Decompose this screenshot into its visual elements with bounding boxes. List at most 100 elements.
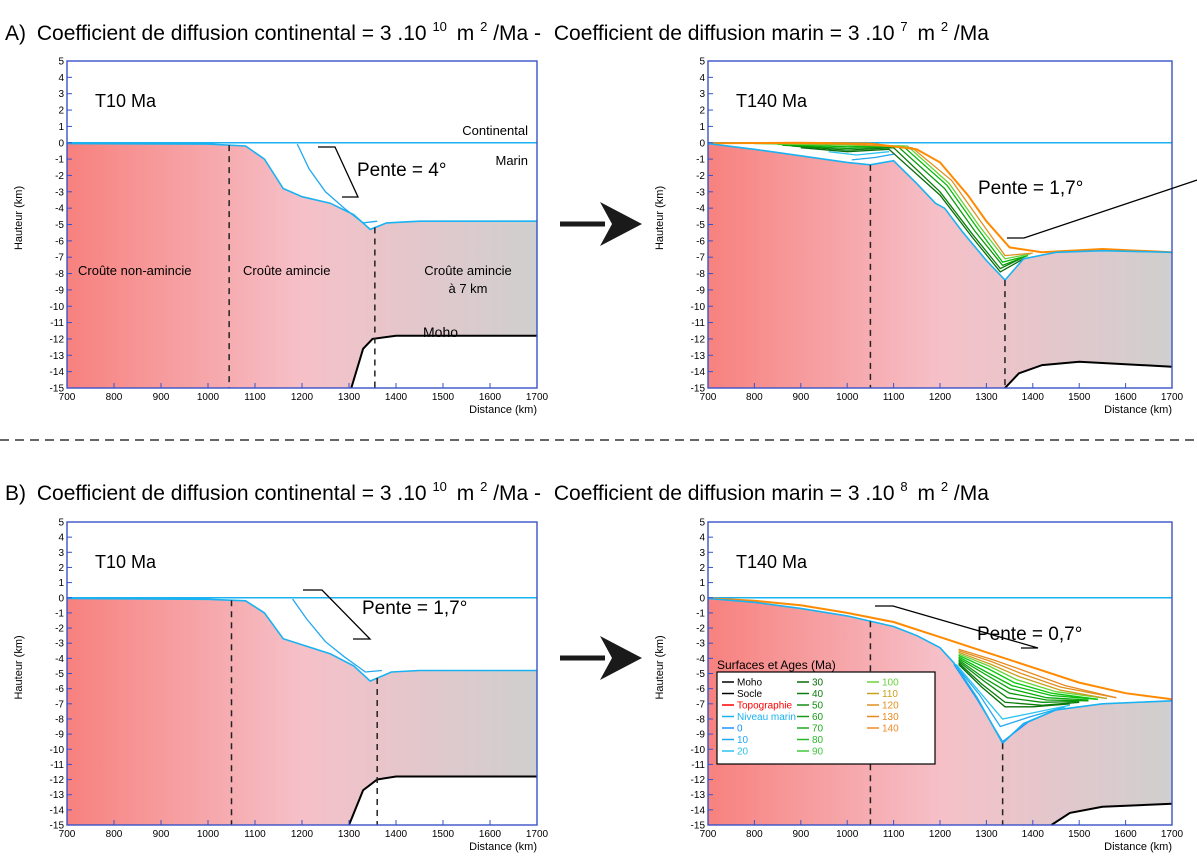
legend: Surfaces et Ages (Ma)MohoSocleTopographi… — [716, 658, 936, 765]
y-tick-label: -11 — [691, 318, 705, 329]
moho-line — [350, 334, 537, 389]
y-tick-label: -8 — [55, 714, 64, 725]
basement-line — [66, 597, 537, 683]
y-tick-label: 2 — [699, 563, 705, 574]
surface-line-70 — [958, 657, 1089, 701]
annotation-text: Moho — [423, 324, 458, 340]
y-tick-label: -6 — [55, 236, 64, 247]
x-tick-label: 1300 — [975, 392, 998, 403]
surface-line-20 — [955, 663, 1071, 720]
heading-a-right-exp: 7 — [900, 19, 907, 34]
y-tick-label: -3 — [696, 187, 705, 198]
heading-a-m-exp: 2 — [480, 19, 487, 34]
crust-fill — [708, 143, 1172, 388]
y-tick-label: -12 — [50, 334, 65, 345]
y-tick-label: -11 — [50, 760, 64, 771]
y-tick-label: 1 — [699, 578, 705, 589]
y-tick-label: -6 — [696, 236, 705, 247]
x-tick-label: 1500 — [1068, 392, 1091, 403]
heading-b-m2-exp: 2 — [941, 479, 948, 494]
y-tick-label: -11 — [50, 318, 64, 329]
x-tick-label: 1500 — [432, 829, 455, 840]
heading-a-m2-exp: 2 — [941, 19, 948, 34]
y-tick-label: -9 — [55, 730, 64, 741]
x-tick-label: 1600 — [1114, 829, 1137, 840]
y-tick-label: -4 — [696, 204, 705, 215]
y-tick-label: -9 — [55, 285, 64, 296]
heading-b-m-exp: 2 — [480, 479, 487, 494]
y-tick-label: -3 — [55, 639, 64, 650]
x-tick-label: 1500 — [1068, 829, 1091, 840]
y-tick-label: -9 — [696, 730, 705, 741]
moho-line — [1004, 360, 1173, 389]
y-tick-label: -13 — [50, 351, 65, 362]
y-tick-label: 5 — [699, 518, 705, 529]
legend-item-label: 100 — [882, 678, 899, 689]
x-tick-label: 1600 — [479, 829, 502, 840]
panels-layer: 543210-1-2-3-4-5-6-7-8-9-10-11-12-13-14-… — [13, 57, 1197, 854]
y-tick-label: 0 — [58, 593, 64, 604]
x-tick-label: 1100 — [244, 392, 266, 403]
heading-b: B) Coefficient de diffusion continental … — [5, 479, 989, 505]
y-tick-label: -10 — [691, 302, 706, 313]
y-tick-label: 4 — [699, 73, 705, 84]
heading-a-per: /Ma - — [493, 22, 541, 45]
x-axis-label: Distance (km) — [1104, 404, 1172, 416]
mantle-fill — [349, 776, 537, 825]
basement-line — [707, 142, 1173, 282]
x-tick-label: 1600 — [1114, 392, 1137, 403]
surface-line-80 — [958, 656, 1098, 700]
legend-item-label: 20 — [737, 747, 749, 758]
legend-item-label: 90 — [812, 747, 824, 758]
surface-line-10 — [296, 143, 378, 224]
x-tick-label: 1300 — [975, 829, 998, 840]
y-tick-label: -1 — [55, 155, 64, 166]
y-tick-label: 5 — [58, 518, 64, 529]
chart-panel-b-t10: 543210-1-2-3-4-5-6-7-8-9-10-11-12-13-14-… — [13, 518, 549, 854]
mantle-fill — [1005, 361, 1172, 388]
y-tick-label: -4 — [55, 654, 64, 665]
legend-item-label: Socle — [737, 689, 762, 700]
x-tick-label: 1200 — [929, 392, 952, 403]
y-tick-label: 2 — [58, 563, 64, 574]
x-tick-label: 700 — [59, 392, 76, 403]
y-axis-label: Hauteur (km) — [654, 186, 666, 250]
surface-line-30 — [958, 663, 1070, 708]
x-tick-label: 800 — [746, 392, 763, 403]
y-tick-label: -3 — [696, 639, 705, 650]
legend-title: Surfaces et Ages (Ma) — [717, 658, 836, 672]
crust-fill — [67, 143, 537, 388]
x-tick-label: 1100 — [883, 829, 905, 840]
heading-a-letter: A) — [5, 22, 26, 45]
panel-time-label: T10 Ma — [95, 552, 157, 572]
heading-b-right: Coefficient de diffusion marin = 3 .10 — [554, 482, 895, 505]
annotation-text: à 7 km — [448, 281, 487, 296]
x-tick-label: 1000 — [197, 829, 220, 840]
x-tick-label: 1600 — [479, 392, 502, 403]
chart-panel-a-t10: 543210-1-2-3-4-5-6-7-8-9-10-11-12-13-14-… — [13, 57, 549, 417]
y-tick-label: 4 — [699, 533, 705, 544]
legend-item-label: 60 — [812, 712, 824, 723]
y-tick-label: -1 — [696, 155, 705, 166]
legend-item-label: 0 — [737, 724, 743, 735]
annotation-text: Pente = 1,7° — [978, 178, 1083, 199]
x-tick-label: 1700 — [1161, 829, 1184, 840]
panel-time-label: T10 Ma — [95, 91, 157, 111]
legend-item-label: Niveau marin — [737, 712, 796, 723]
legend-item-label: Topographie — [737, 701, 792, 712]
heading-b-per: /Ma - — [493, 482, 541, 505]
heading-a-m: m — [457, 22, 475, 45]
crust-fill — [708, 598, 1172, 825]
annotation-text: Pente = 0,7° — [977, 624, 1082, 645]
heading-b-right-unit: /Ma — [954, 482, 989, 505]
surface-line-10 — [851, 153, 894, 161]
x-tick-label: 1700 — [526, 829, 549, 840]
x-tick-label: 1000 — [197, 392, 220, 403]
surface-line-50 — [958, 660, 1080, 703]
legend-item-label: 110 — [882, 689, 898, 700]
mantle-fill — [1051, 803, 1172, 825]
x-tick-label: 1300 — [338, 829, 361, 840]
annotation-text: Pente = 1,7° — [362, 598, 467, 619]
x-tick-label: 700 — [59, 829, 76, 840]
